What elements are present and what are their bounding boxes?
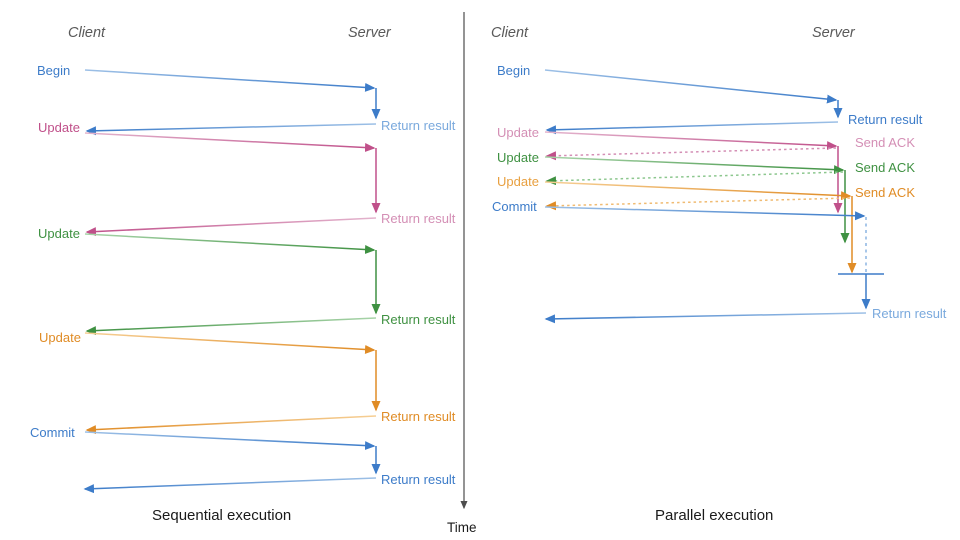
seq-msg-begin: Begin xyxy=(37,63,71,78)
par-txn-update-1 xyxy=(544,131,843,214)
par-msg-update-2: Update xyxy=(497,150,539,165)
par-txn-update-2 xyxy=(544,156,850,244)
par-msg-commit: Commit xyxy=(492,199,537,214)
sequential-panel-flows xyxy=(83,69,381,494)
par-msg-update-3: Update xyxy=(497,174,539,189)
seq-msg-return-result-4: Return result xyxy=(381,409,456,424)
seq-txn-update-1 xyxy=(84,132,381,237)
par-client-actor-label: Client xyxy=(491,25,529,41)
seq-msg-update-2: Update xyxy=(38,226,80,241)
seq-server-actor-label: Server xyxy=(348,25,391,41)
par-msg-send-ack-3: Send ACK xyxy=(855,185,915,200)
par-txn-begin xyxy=(544,69,843,135)
seq-txn-commit xyxy=(83,431,381,494)
seq-msg-return-result-5: Return result xyxy=(381,472,456,487)
seq-msg-commit: Commit xyxy=(30,425,75,440)
parallel-panel-flows xyxy=(544,69,884,324)
seq-msg-return-result-3: Return result xyxy=(381,312,456,327)
seq-client-actor-label: Client xyxy=(68,25,106,41)
par-msg-return-result-2: Return result xyxy=(872,306,947,321)
par-msg-send-ack-1: Send ACK xyxy=(855,135,915,150)
seq-txn-begin xyxy=(84,69,381,136)
seq-msg-return-result-2: Return result xyxy=(381,211,456,226)
seq-msg-update-1: Update xyxy=(38,120,80,135)
seq-msg-return-result-1: Return result xyxy=(381,118,456,133)
parallel-execution-caption: Parallel execution xyxy=(655,507,774,524)
par-msg-send-ack-2: Send ACK xyxy=(855,160,915,175)
par-msg-begin: Begin xyxy=(497,63,531,78)
par-txn-commit xyxy=(544,206,884,324)
par-server-actor-label: Server xyxy=(812,25,855,41)
par-txn-update-3 xyxy=(544,181,857,274)
time-axis-label: Time xyxy=(447,520,477,535)
par-msg-update-1: Update xyxy=(497,125,539,140)
seq-msg-update-3: Update xyxy=(39,330,81,345)
seq-txn-update-2 xyxy=(84,233,381,336)
seq-txn-update-3 xyxy=(84,332,381,435)
sequential-execution-caption: Sequential execution xyxy=(152,507,292,524)
par-msg-return-result-1: Return result xyxy=(848,112,923,127)
